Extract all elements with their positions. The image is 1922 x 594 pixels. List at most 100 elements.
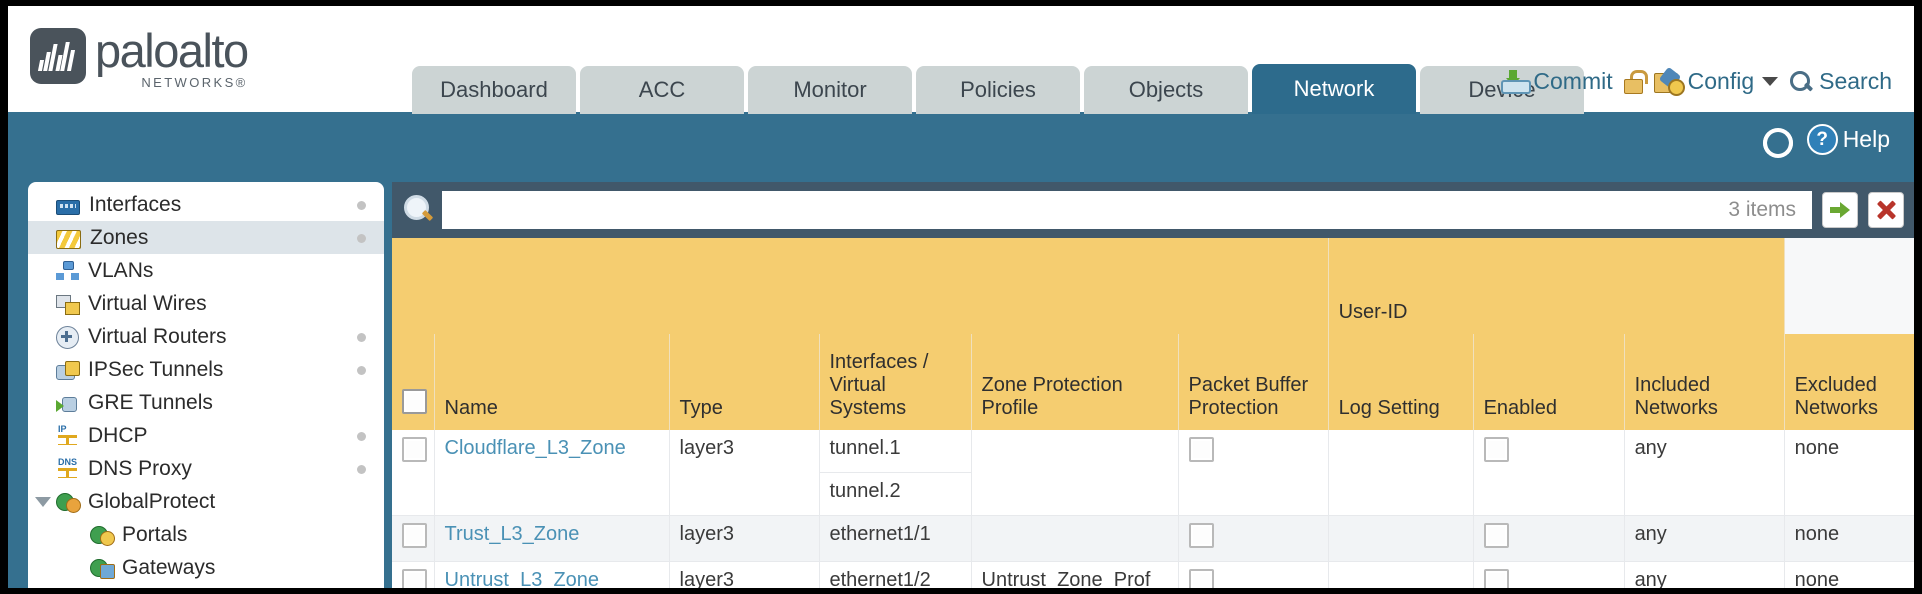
cell-type: layer3 <box>669 561 820 588</box>
config-label: Config <box>1687 68 1755 94</box>
cell-interfaces: tunnel.1 tunnel.2 <box>819 430 972 516</box>
sidebar-item-virtual-wires[interactable]: Virtual Wires <box>28 287 384 320</box>
apply-filter-button[interactable] <box>1822 192 1858 228</box>
clear-filter-button[interactable] <box>1868 192 1904 228</box>
cell-userid-enabled <box>1473 515 1625 562</box>
brand-name: paloalto <box>95 24 249 77</box>
table-row[interactable]: Untrust_L3_Zone layer3 ethernet1/2 Untru… <box>392 561 1914 588</box>
cell-name: Cloudflare_L3_Zone <box>434 430 670 516</box>
sidebar-item-label: IPSec Tunnels <box>88 357 224 381</box>
refresh-icon[interactable] <box>1761 127 1793 158</box>
lock-icon[interactable] <box>1623 69 1648 94</box>
config-menu-button[interactable]: Config <box>1653 66 1779 96</box>
userid-enabled-checkbox[interactable] <box>1483 437 1509 462</box>
cell-zone-protection-profile <box>971 515 1179 562</box>
help-button[interactable]: ? Help <box>1806 124 1890 155</box>
search-button[interactable]: Search <box>1789 68 1892 95</box>
row-checkbox[interactable] <box>402 523 427 548</box>
help-icon: ? <box>1806 124 1838 155</box>
sidebar-item-label: GlobalProtect <box>88 489 216 513</box>
tab-dashboard[interactable]: Dashboard <box>412 66 576 114</box>
gre-tunnels-icon <box>56 395 79 413</box>
chevron-down-icon <box>1762 77 1779 86</box>
row-checkbox[interactable] <box>402 437 427 462</box>
sidebar-item-interfaces[interactable]: Interfaces <box>28 188 384 221</box>
dhcp-icon: IP <box>56 425 79 446</box>
packet-buffer-protection-checkbox[interactable] <box>1188 569 1214 588</box>
tab-monitor[interactable]: Monitor <box>748 66 912 114</box>
cell-included-networks: any <box>1624 561 1785 588</box>
column-header-name[interactable]: Name <box>434 334 670 430</box>
sidebar-item-globalprotect[interactable]: GlobalProtect <box>28 485 384 518</box>
interface-entry: ethernet1/1 <box>829 523 931 545</box>
packet-buffer-protection-checkbox[interactable] <box>1188 437 1214 462</box>
paloalto-logo: paloalto NETWORKS® <box>30 24 249 90</box>
column-header-enabled[interactable]: Enabled <box>1473 334 1625 430</box>
cell-packet-buffer-protection <box>1178 561 1329 588</box>
table-header-row: Name Type Interfaces / Virtual Systems Z… <box>392 334 1914 430</box>
group-header-userid: User-ID <box>1328 238 1785 334</box>
status-dot <box>357 333 366 342</box>
sidebar-item-label: Virtual Routers <box>88 324 227 348</box>
sidebar-item-gateways[interactable]: Gateways <box>28 551 384 584</box>
cell-type: layer3 <box>669 430 820 516</box>
sidebar-item-gre-tunnels[interactable]: GRE Tunnels <box>28 386 384 419</box>
sidebar-item-dns-proxy[interactable]: DNS DNS Proxy <box>28 452 384 485</box>
zone-name-link[interactable]: Untrust_L3_Zone <box>444 569 600 588</box>
zone-name-link[interactable]: Trust_L3_Zone <box>444 523 580 545</box>
cell-userid-enabled <box>1473 430 1625 516</box>
virtual-wires-icon <box>56 294 80 315</box>
sidebar-item-vlans[interactable]: VLANs <box>28 254 384 287</box>
sidebar-item-label: Portals <box>122 522 188 546</box>
column-header-type[interactable]: Type <box>669 334 820 430</box>
interfaces-icon <box>56 199 80 215</box>
search-input[interactable] <box>442 191 1729 229</box>
tab-acc[interactable]: ACC <box>580 66 744 114</box>
cell-log-setting <box>1328 430 1474 516</box>
row-select-cell <box>392 430 435 516</box>
row-checkbox[interactable] <box>402 569 427 588</box>
userid-enabled-checkbox[interactable] <box>1483 523 1509 548</box>
sidebar-item-dhcp[interactable]: IP DHCP <box>28 419 384 452</box>
select-all-header <box>392 334 435 430</box>
column-header-included-networks[interactable]: Included Networks <box>1624 334 1785 430</box>
cell-zone-protection-profile <box>971 430 1179 516</box>
tab-network[interactable]: Network <box>1252 64 1416 114</box>
sidebar-item-label: Interfaces <box>89 192 182 216</box>
cell-included-networks: any <box>1624 430 1785 516</box>
zone-name-link[interactable]: Cloudflare_L3_Zone <box>444 437 626 459</box>
search-icon <box>1789 70 1814 94</box>
expander-triangle-icon[interactable] <box>35 497 51 507</box>
sidebar-item-zones[interactable]: Zones <box>28 221 384 254</box>
portals-icon <box>90 524 115 546</box>
userid-enabled-checkbox[interactable] <box>1483 569 1509 588</box>
cell-excluded-networks: none <box>1784 430 1914 516</box>
column-header-zone-protection-profile[interactable]: Zone Protection Profile <box>971 334 1179 430</box>
cell-interfaces: ethernet1/1 <box>819 515 972 562</box>
tab-objects[interactable]: Objects <box>1084 66 1248 114</box>
cell-zone-protection-profile: Untrust_Zone_Prof <box>971 561 1179 588</box>
cell-name: Untrust_L3_Zone <box>434 561 670 588</box>
cell-interfaces: ethernet1/2 <box>819 561 972 588</box>
select-all-checkbox[interactable] <box>402 389 427 414</box>
top-header-bar: paloalto NETWORKS® Dashboard ACC Monitor… <box>8 6 1914 114</box>
group-header-spacer <box>392 238 1329 334</box>
sidebar-item-portals[interactable]: Portals <box>28 518 384 551</box>
item-count-label: 3 items <box>1728 191 1812 229</box>
cell-userid-enabled <box>1473 561 1625 588</box>
tab-policies[interactable]: Policies <box>916 66 1080 114</box>
sidebar-item-ipsec-tunnels[interactable]: IPSec Tunnels <box>28 353 384 386</box>
brand-tagline: NETWORKS® <box>141 75 248 90</box>
table-row[interactable]: Cloudflare_L3_Zone layer3 tunnel.1 tunne… <box>392 430 1914 516</box>
cell-type: layer3 <box>669 515 820 562</box>
close-icon <box>1875 199 1897 221</box>
packet-buffer-protection-checkbox[interactable] <box>1188 523 1214 548</box>
column-header-excluded-networks[interactable]: Excluded Networks <box>1784 334 1914 430</box>
table-row[interactable]: Trust_L3_Zone layer3 ethernet1/1 <box>392 515 1914 562</box>
column-header-packet-buffer-protection[interactable]: Packet Buffer Protection <box>1178 334 1329 430</box>
column-header-log-setting[interactable]: Log Setting <box>1328 334 1474 430</box>
column-header-interfaces[interactable]: Interfaces / Virtual Systems <box>819 334 972 430</box>
search-filter-icon[interactable] <box>404 195 434 225</box>
sidebar-item-virtual-routers[interactable]: Virtual Routers <box>28 320 384 353</box>
commit-button[interactable]: Commit <box>1501 68 1613 95</box>
